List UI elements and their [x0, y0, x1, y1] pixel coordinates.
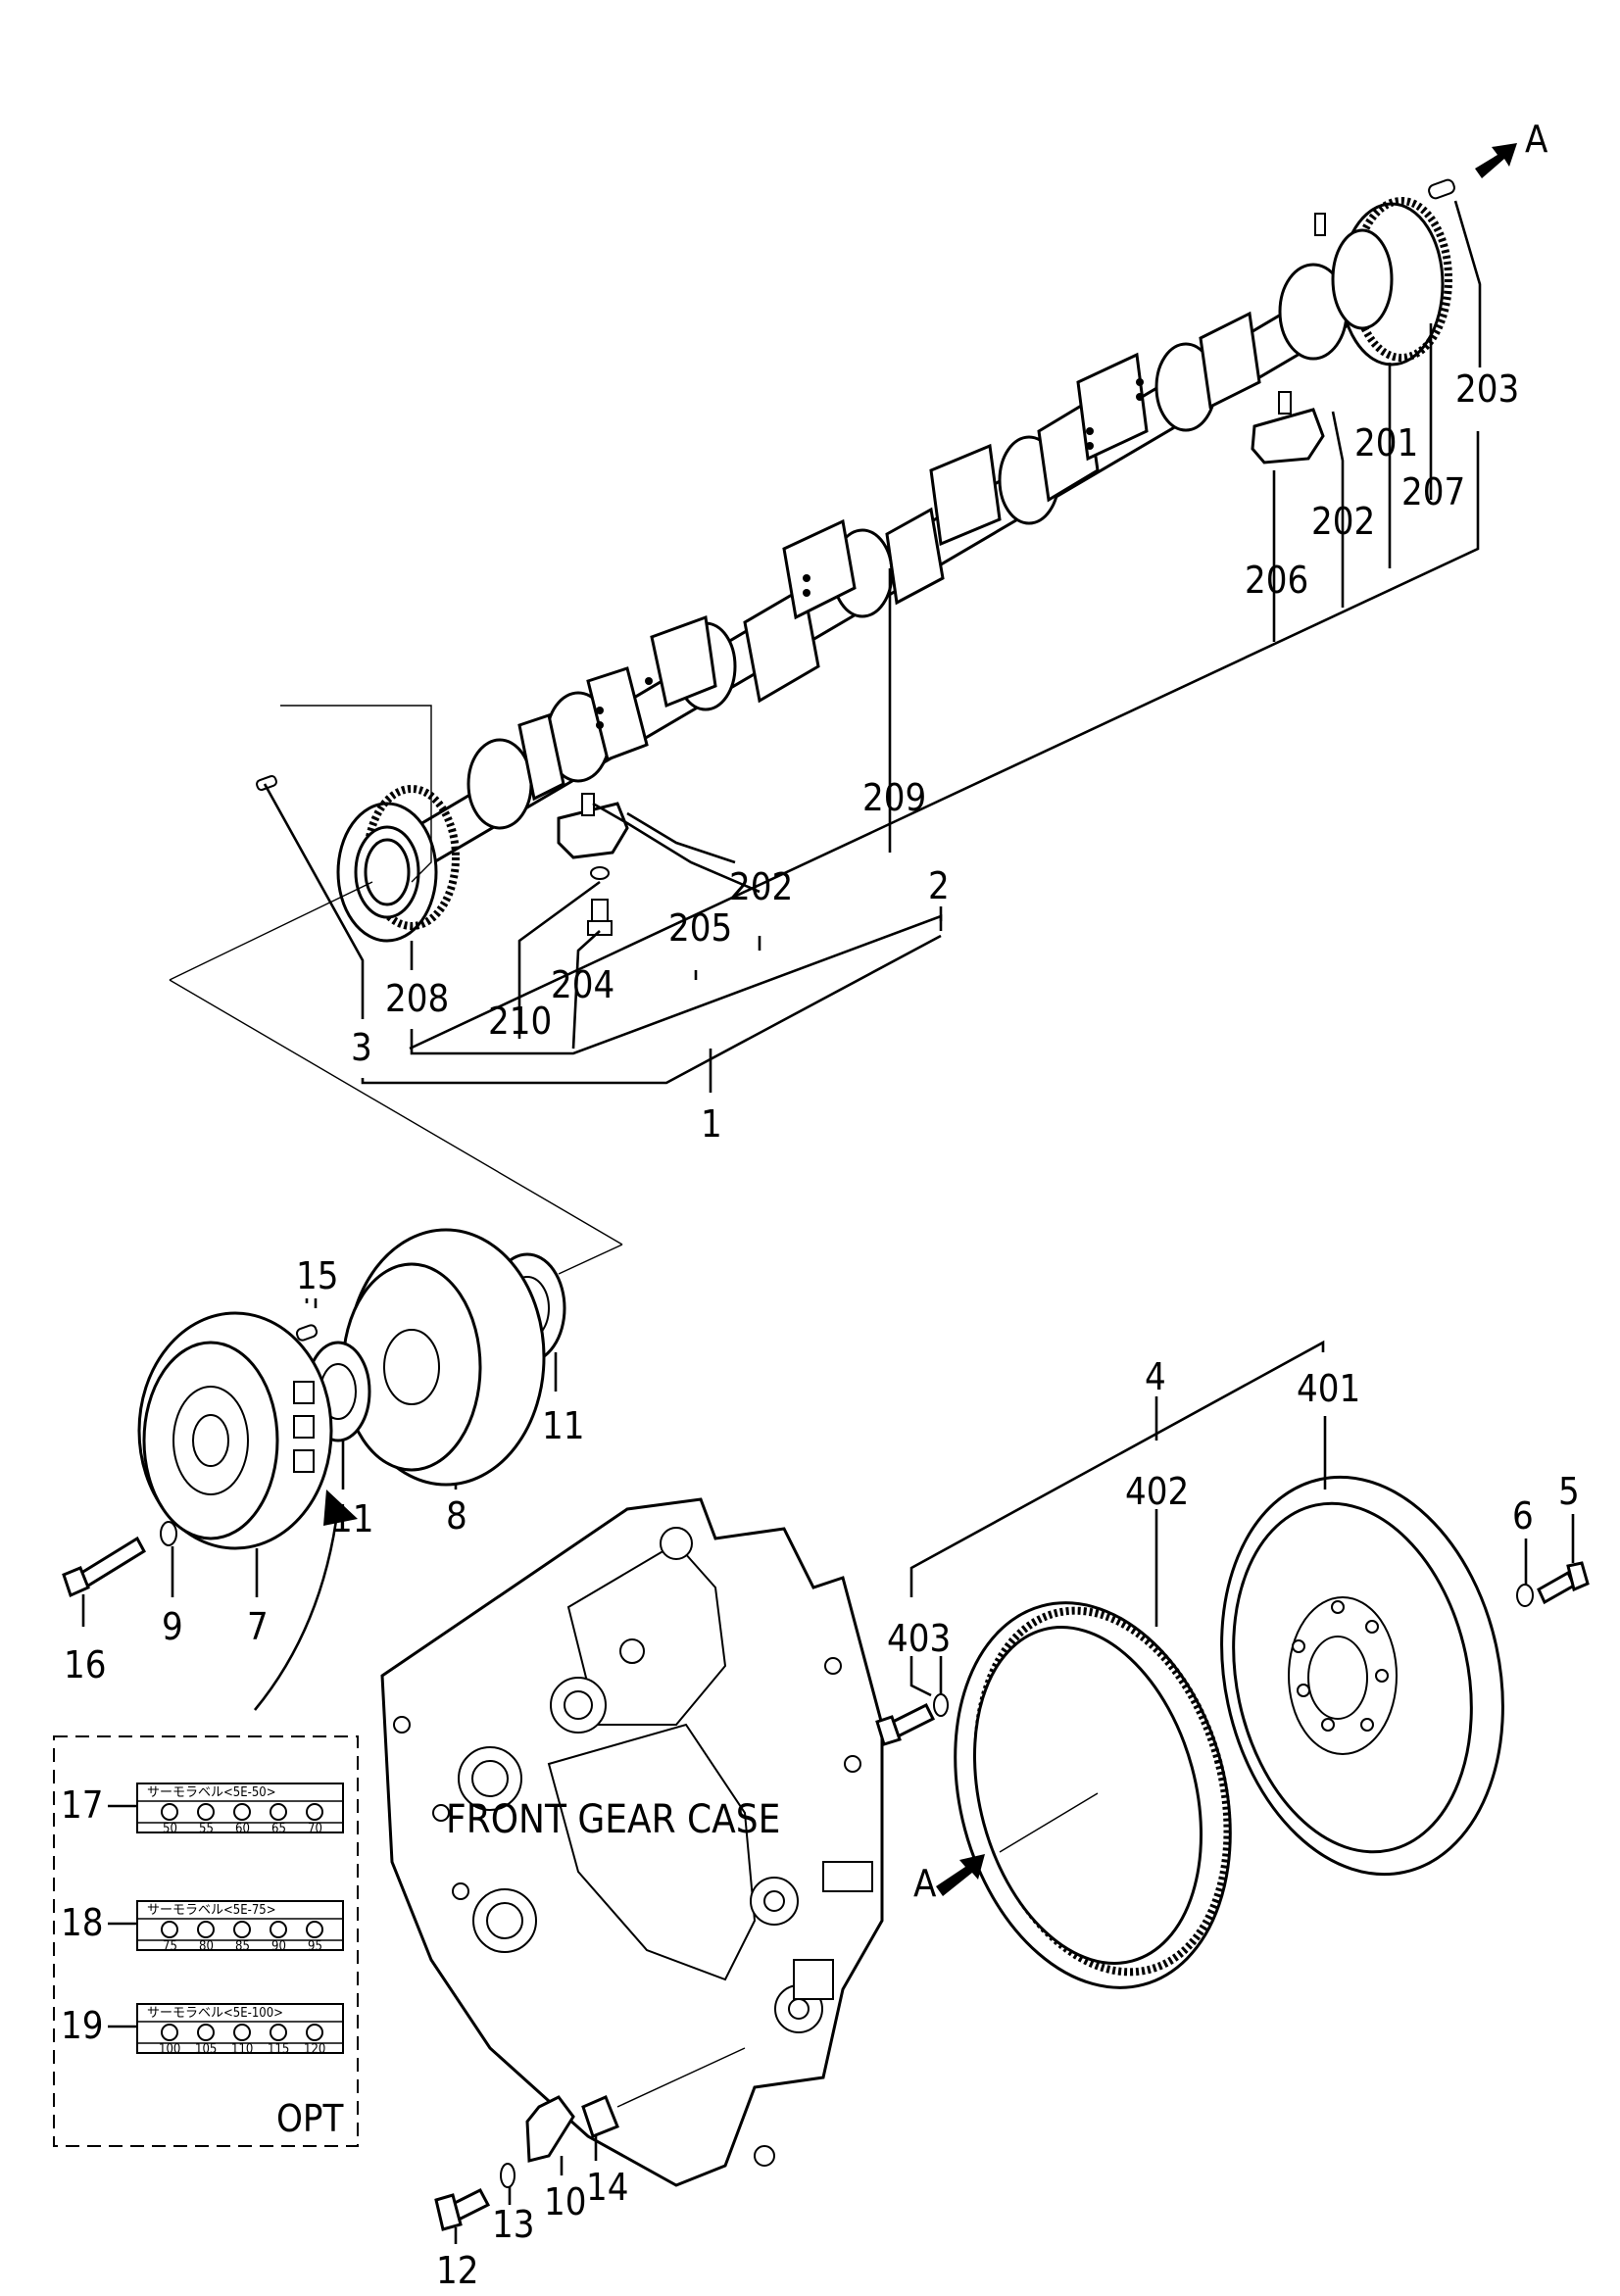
label-202-upper: 202	[1311, 500, 1375, 543]
damper-labels: 15 11 11 8 9 7 16	[64, 1254, 585, 1686]
label-201: 201	[1354, 421, 1418, 464]
label-207: 207	[1401, 470, 1465, 513]
thermo-label-18-v2: 85	[235, 1939, 250, 1954]
option-box: OPT 17 サーモラベル<5E-50> 50 55 60 65 70 18 サ…	[53, 1735, 359, 2147]
thermo-label-19-v4: 120	[304, 2042, 325, 2057]
damper-group	[62, 1228, 623, 1711]
label-18: 18	[61, 1901, 104, 1944]
label-206: 206	[1245, 559, 1308, 602]
thermo-label-19-v1: 105	[195, 2042, 217, 2057]
thermo-label-17-v2: 60	[235, 1822, 250, 1836]
label-11-left: 11	[331, 1497, 374, 1540]
thermo-label-18-v3: 90	[271, 1939, 286, 1954]
label-12: 12	[436, 2249, 479, 2292]
option-box-label: OPT	[276, 2097, 344, 2140]
label-arrow-a-top: A	[1525, 118, 1548, 161]
crankshaft-leader-lines	[169, 200, 1482, 1246]
label-203: 203	[1455, 367, 1519, 411]
label-1: 1	[701, 1102, 722, 1146]
label-10: 10	[544, 2180, 587, 2223]
label-4: 4	[1145, 1355, 1166, 1398]
label-19: 19	[61, 2004, 104, 2047]
label-3: 3	[351, 1026, 372, 1069]
label-402: 402	[1125, 1470, 1189, 1513]
label-13: 13	[492, 2203, 535, 2246]
thermo-label-18-v0: 75	[163, 1939, 177, 1954]
label-401: 401	[1297, 1367, 1360, 1410]
label-6: 6	[1512, 1494, 1534, 1538]
label-11-right: 11	[542, 1404, 585, 1447]
bracket-parts: 12 13 10 14	[434, 2047, 746, 2292]
label-208: 208	[385, 977, 449, 1020]
thermo-label-18: 18 サーモラベル<5E-75> 75 80 85 90 95	[61, 1900, 344, 1954]
crankshaft-labels: A 203 201 202 207 206 209 202 2 205 204 …	[351, 118, 1548, 1146]
label-15: 15	[296, 1254, 339, 1297]
front-gear-case: FRONT GEAR CASE	[380, 1497, 884, 2187]
thermo-label-17-title: サーモラベル<5E-50>	[147, 1785, 276, 1800]
thermo-label-18-v1: 80	[199, 1939, 214, 1954]
front-gear-case-label: FRONT GEAR CASE	[446, 1797, 780, 1842]
thermo-label-19-v2: 110	[231, 2042, 253, 2057]
crankshaft	[256, 143, 1517, 943]
label-9: 9	[162, 1605, 183, 1648]
thermo-label-17-v1: 55	[199, 1822, 214, 1836]
label-204: 204	[551, 963, 614, 1006]
thermo-label-17-v0: 50	[163, 1822, 177, 1836]
label-403: 403	[887, 1617, 951, 1660]
thermo-label-17: 17 サーモラベル<5E-50> 50 55 60 65 70	[61, 1783, 344, 1836]
label-205: 205	[668, 906, 732, 950]
thermo-label-19: 19 サーモラベル<5E-100> 100 105 110 115 120	[61, 2003, 344, 2057]
label-209: 209	[862, 776, 926, 819]
label-5: 5	[1558, 1470, 1580, 1513]
flywheel-group	[875, 1340, 1590, 1989]
label-arrow-a-lower: A	[913, 1862, 937, 1905]
label-2: 2	[928, 864, 950, 907]
flywheel-labels: 4 401 402 5 6 403 A	[887, 1355, 1580, 1905]
thermo-label-19-title: サーモラベル<5E-100>	[147, 2006, 283, 2021]
thermo-label-18-title: サーモラベル<5E-75>	[147, 1903, 276, 1918]
label-16: 16	[64, 1643, 107, 1686]
label-17: 17	[61, 1783, 104, 1827]
label-14: 14	[586, 2166, 629, 2209]
thermo-label-18-v4: 95	[308, 1939, 322, 1954]
label-8: 8	[446, 1494, 467, 1538]
thermo-label-19-v0: 100	[159, 2042, 180, 2057]
thermo-label-17-v3: 65	[271, 1822, 286, 1836]
label-210: 210	[488, 1000, 552, 1043]
thermo-label-19-v3: 115	[268, 2042, 289, 2057]
label-7: 7	[247, 1605, 269, 1648]
label-202-lower: 202	[729, 865, 793, 908]
thermo-label-17-v4: 70	[308, 1822, 322, 1836]
